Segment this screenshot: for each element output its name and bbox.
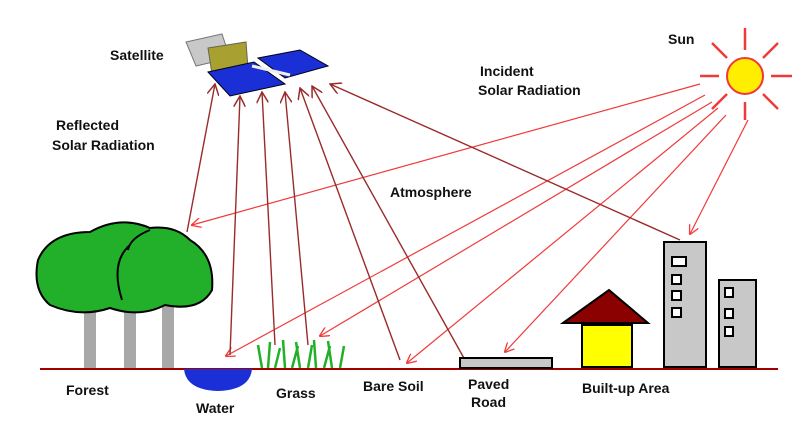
sun-icon [700, 28, 792, 120]
reflected-label-line1: Reflected [56, 117, 119, 133]
incident-label-line2: Solar Radiation [478, 82, 581, 98]
water-label: Water [196, 400, 235, 416]
forest-icon [35, 221, 214, 368]
water-icon [184, 369, 252, 391]
forest-label: Forest [66, 382, 109, 398]
bare-soil-label: Bare Soil [363, 378, 424, 394]
grass-icon [256, 339, 346, 369]
grass-label: Grass [276, 385, 316, 401]
reflected-rays [186, 84, 681, 361]
paved-road-label-line2: Road [471, 394, 506, 410]
house-icon [559, 288, 651, 368]
paved-road-icon [459, 357, 553, 369]
incident-rays [192, 83, 749, 363]
satellite-label: Satellite [110, 47, 164, 63]
building-icon [663, 241, 757, 368]
sun-label: Sun [668, 31, 694, 47]
incident-label-line1: Incident [480, 63, 534, 79]
reflected-label-line2: Solar Radiation [52, 137, 155, 153]
built-up-area-label: Built-up Area [582, 380, 670, 396]
paved-road-label-line1: Paved [468, 376, 509, 392]
atmosphere-label: Atmosphere [390, 184, 472, 200]
satellite-icon [185, 33, 330, 97]
